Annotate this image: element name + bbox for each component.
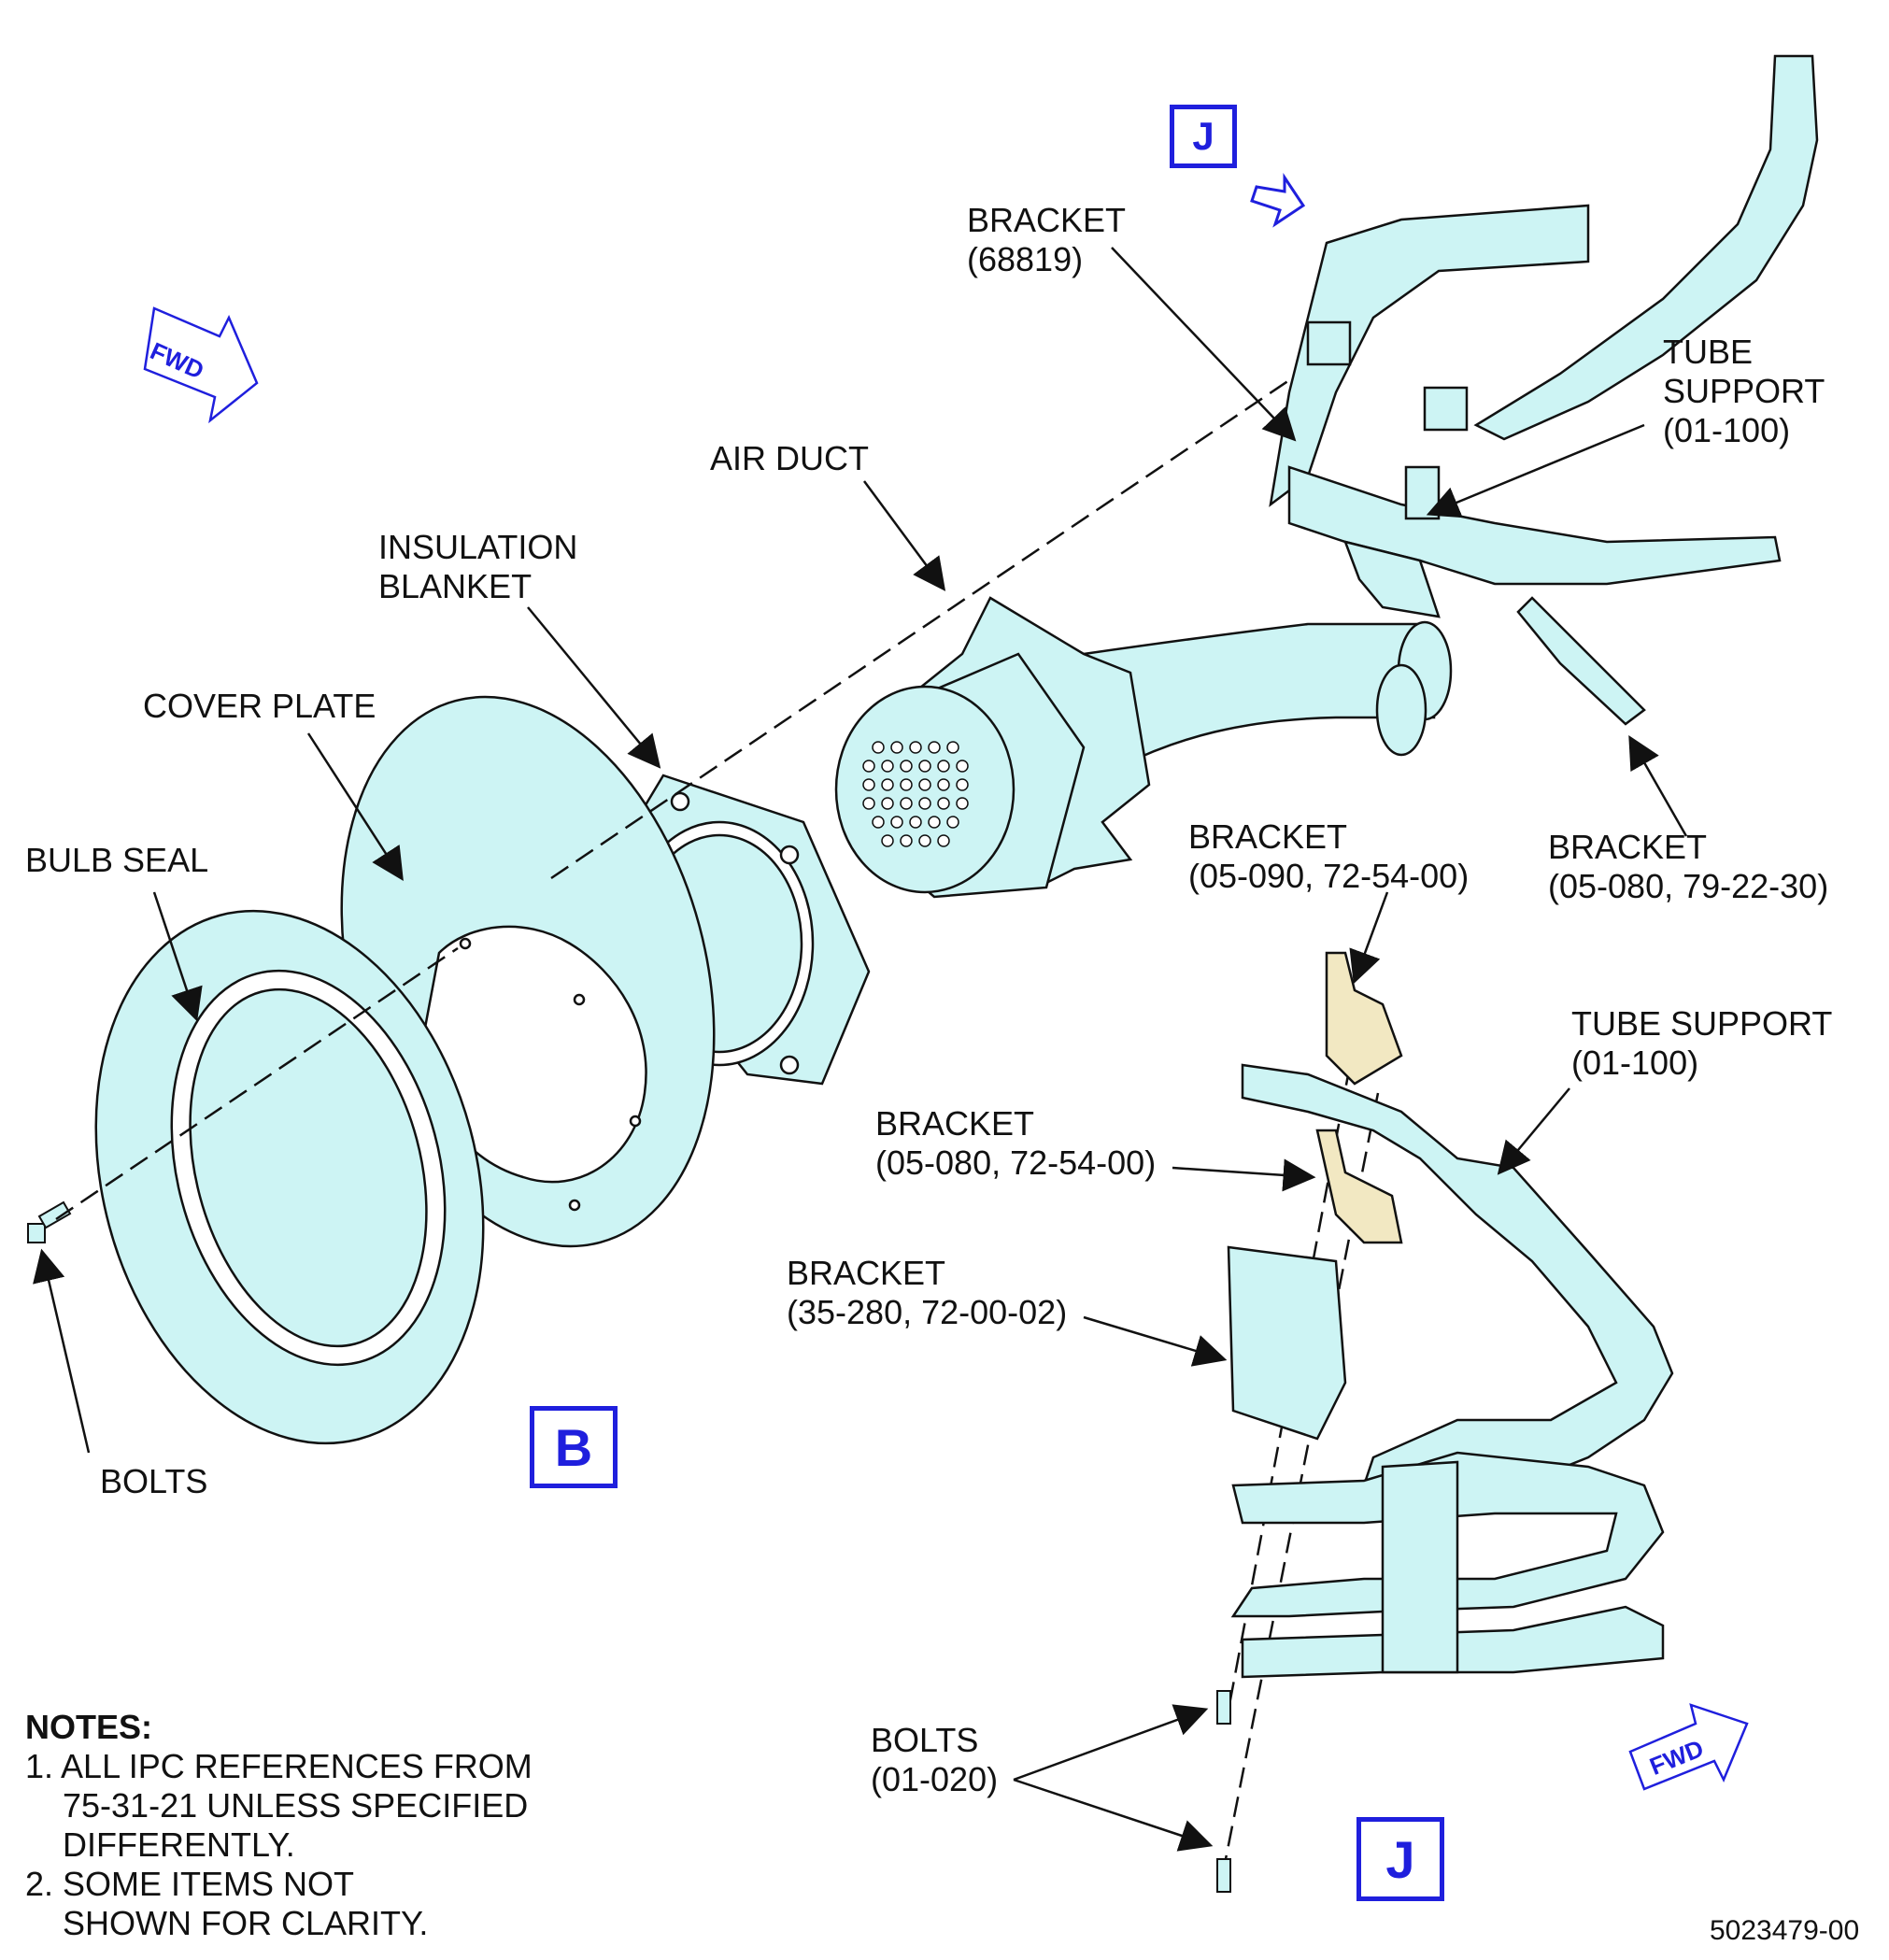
- bracket-05-080-72-54-00-label-line2: (05-080, 72-54-00): [875, 1143, 1157, 1182]
- insulation-blanket-label-line1: INSULATION: [378, 528, 578, 566]
- bulb-seal: [94, 909, 485, 1445]
- notes-line-5: SHOWN FOR CLARITY.: [63, 1904, 429, 1942]
- bolts-bottom-label-line1: BOLTS: [871, 1721, 979, 1759]
- bolt-left: [27, 1200, 72, 1243]
- bulb-seal-label: BULB SEAL: [25, 841, 209, 879]
- tube-support-lower: [1230, 1063, 1674, 1679]
- view-marker-b: B: [530, 1406, 618, 1488]
- bolts-bottom-label-line2: (01-020): [871, 1760, 999, 1798]
- notes-line-4: 2. SOME ITEMS NOT: [25, 1865, 355, 1903]
- bracket-05-080-79-22-30-label-line1: BRACKET: [1548, 828, 1708, 866]
- tube-support-top-label-line1: TUBE: [1663, 333, 1754, 371]
- bracket-35-280: [1227, 1245, 1347, 1441]
- bolts-left-label: BOLTS: [100, 1462, 208, 1500]
- view-marker-j-top: J: [1170, 105, 1237, 168]
- view-marker-j-bottom: J: [1356, 1817, 1444, 1901]
- tube-support-upper: [1269, 54, 1819, 726]
- bracket-05-080-72-54-00-label-line1: BRACKET: [875, 1104, 1035, 1143]
- figure-number: 5023479-00: [1710, 1915, 1860, 1946]
- notes-title: NOTES:: [25, 1708, 153, 1746]
- tube-support-top-label-line2: SUPPORT: [1663, 372, 1825, 410]
- bracket-05-090-label-line1: BRACKET: [1188, 817, 1348, 856]
- bolt-bottom-lower: [1216, 1858, 1231, 1893]
- insulation-blanket-label-line2: BLANKET: [378, 567, 533, 605]
- bracket-05-080-72-54-00: [1315, 1129, 1403, 1244]
- bracket-05-090: [1325, 951, 1403, 1086]
- notes-line-3: DIFFERENTLY.: [63, 1825, 295, 1864]
- cover-plate-label: COVER PLATE: [143, 687, 376, 725]
- bracket-68819-label-line1: BRACKET: [967, 201, 1127, 239]
- tube-support-top-label-line3: (01-100): [1663, 411, 1791, 449]
- fwd-arrow-left: [143, 306, 259, 424]
- fwd-arrow-right: [1628, 1703, 1749, 1791]
- notes-line-1: 1. ALL IPC REFERENCES FROM: [25, 1747, 533, 1785]
- bracket-68819-label-line2: (68819): [967, 240, 1084, 278]
- air-duct-label: AIR DUCT: [710, 439, 869, 477]
- bolt-bottom-upper: [1216, 1690, 1231, 1725]
- bracket-35-280-label-line1: BRACKET: [787, 1254, 946, 1292]
- air-duct-perforations: [862, 741, 969, 847]
- leader-lines: [33, 247, 1688, 1852]
- bracket-05-090-label-line2: (05-090, 72-54-00): [1188, 857, 1470, 895]
- bracket-05-080-79-22-30-label-line2: (05-080, 79-22-30): [1548, 867, 1829, 905]
- view-direction-arrow: [1250, 173, 1306, 228]
- notes-line-2: 75-31-21 UNLESS SPECIFIED: [63, 1786, 529, 1825]
- tube-support-bottom-label-line1: TUBE SUPPORT: [1571, 1004, 1833, 1043]
- bracket-35-280-label-line2: (35-280, 72-00-02): [787, 1293, 1068, 1331]
- tube-support-bottom-label-line2: (01-100): [1571, 1044, 1699, 1082]
